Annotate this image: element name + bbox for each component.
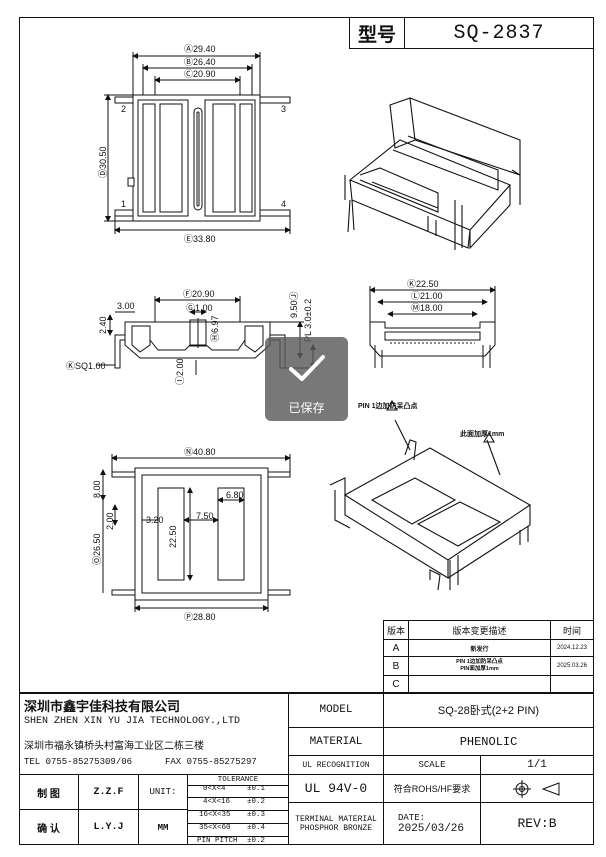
dim-j: 9.50Ⓙ (289, 291, 299, 318)
date-cell: DATE: 2025/03/26 (383, 802, 481, 845)
dim-7-50: 7.50 (196, 511, 214, 521)
projection-symbol (480, 774, 594, 803)
rev-header-version: 版本 (383, 620, 409, 640)
rev-value: B (548, 816, 557, 831)
dim-f: Ⓕ20.90 (183, 289, 215, 299)
saved-toast: 已保存 (265, 337, 348, 421)
confirm-label: 确 认 (19, 809, 79, 845)
dim-i: Ⓘ2.00 (175, 358, 185, 385)
scale-value: 1/1 (480, 755, 594, 775)
pin-label-2: 2 (121, 104, 126, 114)
dim-l-side: Ⓛ21.00 (411, 291, 443, 301)
dim-6-80: 6.80 (226, 490, 244, 500)
company-fax: FAX 0755-85275297 (165, 757, 257, 767)
unit-value: MM (138, 809, 188, 845)
material-label: MATERIAL (288, 727, 384, 756)
dim-g: Ⓖ1.00 (186, 303, 213, 313)
pin-label-3: 3 (281, 104, 286, 114)
dim-l-left: 2.40 (98, 316, 108, 334)
iso-view-top (344, 97, 521, 250)
check-icon (289, 355, 325, 381)
model-value: SQ-28卧式(2+2 PIN) (383, 692, 594, 728)
dim-p: Ⓟ28.80 (184, 612, 216, 622)
rev-a-version: A (383, 639, 409, 657)
company-address: 深圳市福永镇桥头村富海工业区二栋三楼 (24, 741, 204, 752)
dim-3-20: 3.20 (146, 515, 164, 525)
rev-c-desc (408, 675, 551, 693)
tolerance-row: 0<X<4±0.1 (187, 785, 289, 798)
dim-a: Ⓐ29.40 (184, 44, 216, 54)
ul-value: UL 94V-0 (288, 774, 384, 803)
tolerance-title: TOLERANCE (187, 774, 289, 786)
made-by-label: 制 图 (19, 774, 79, 810)
tolerance-row: PIN PITCH±0.2 (197, 837, 266, 845)
tolerance-row: 4<X<16±0.2 (187, 798, 289, 811)
model-label: MODEL (288, 692, 384, 728)
dim-8-00: 8.00 (92, 480, 102, 498)
date-value: 2025/03/26 (398, 822, 465, 835)
top-view (104, 52, 291, 234)
dim-2-00: 2.00 (105, 512, 115, 530)
note-pin1: PIN 1边加防呆凸点 (358, 401, 418, 410)
confirm-value: L.Y.J (78, 809, 139, 845)
dim-o: Ⓞ26.50 (92, 533, 102, 565)
made-by-value: Z.Z.F (78, 774, 139, 810)
rev-c-date (550, 675, 594, 693)
unit-label: UNIT: (138, 774, 188, 810)
dim-d: Ⓓ30.50 (98, 146, 108, 178)
projection-icon (513, 779, 560, 798)
rev-label: REV: (517, 816, 549, 831)
dim-c: Ⓒ20.90 (184, 69, 216, 79)
iso-view-bottom (329, 399, 532, 591)
dim-n: Ⓝ40.80 (184, 447, 216, 457)
scale-label: SCALE (383, 755, 481, 775)
dim-pl: PL 3.0±0.2 (303, 299, 313, 342)
rev-b-date: 2025.03.26 (550, 656, 594, 676)
terminal-label-2: PHOSPHOR BRONZE (299, 823, 372, 833)
tolerance-row: 16<X<35±0.3 (187, 811, 289, 824)
dim-22-50: 22.50 (168, 525, 178, 548)
terminal-material: TERMINAL MATERIAL PHOSPHOR BRONZE (288, 802, 384, 845)
header-model-value: SQ-2837 (404, 17, 594, 49)
rev-b-desc: PIN 1边加防呆凸点 PIN面加厚1mm (408, 656, 551, 676)
pin-label-1: 1 (121, 199, 126, 209)
company-name-cn: 深圳市鑫宇佳科技有限公司 (24, 700, 181, 715)
rev-b-version: B (383, 656, 409, 676)
rev-header-date: 时间 (550, 620, 594, 640)
dim-b: Ⓑ26.40 (184, 57, 216, 67)
pin-label-4: 4 (281, 199, 286, 209)
bottom-view (100, 454, 291, 612)
dim-sq: ⓀSQ1.00 (66, 361, 106, 371)
terminal-label-1: TERMINAL MATERIAL (295, 814, 377, 824)
date-label: DATE: (398, 812, 426, 823)
material-value: PHENOLIC (383, 727, 594, 756)
dim-k-left: 3.00 (117, 301, 135, 311)
rev-c-version: C (383, 675, 409, 693)
rev-header-desc: 版本变更描述 (408, 620, 551, 640)
company-tel: TEL 0755-85275309/06 (24, 757, 133, 767)
dim-k-side: Ⓚ22.50 (407, 279, 439, 289)
dim-h: Ⓗ6.97 (210, 315, 220, 342)
tolerance-list: 0<X<4±0.1 4<X<16±0.2 16<X<35±0.3 35<X<60… (187, 785, 289, 849)
dim-m-side: Ⓜ18.00 (411, 303, 443, 313)
company-name-en: SHEN ZHEN XIN YU JIA TECHNOLOGY.,LTD (24, 716, 241, 727)
side-view (369, 286, 496, 368)
dim-e: Ⓔ33.80 (184, 234, 216, 244)
rev-a-desc: 新发行 (408, 639, 551, 657)
tolerance-row: 35<X<60±0.4 (187, 824, 289, 837)
rev-a-date: 2024.12.23 (550, 639, 594, 657)
note-thick: 此面加厚1mm (460, 429, 504, 438)
saved-label: 已保存 (288, 401, 325, 415)
ul-label: UL RECOGNITION (288, 755, 384, 775)
rohs-note: 符合ROHS/HF要求 (383, 774, 481, 803)
rev-cell: REV:B (480, 802, 594, 845)
